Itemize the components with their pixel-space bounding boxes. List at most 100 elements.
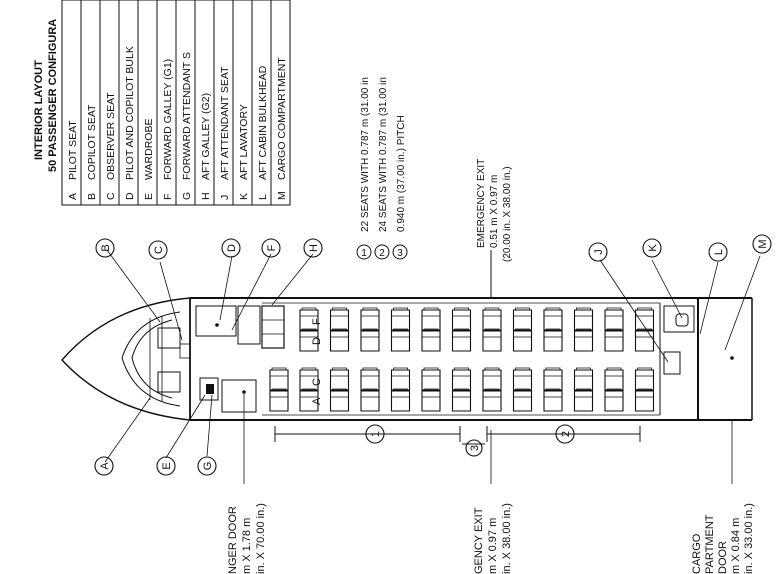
callout-m: M — [752, 234, 772, 254]
passenger-seat — [482, 388, 502, 412]
passenger-seat — [329, 367, 350, 391]
legend-label-j: AFT ATTENDANT SEAT — [219, 66, 231, 180]
svg-text:K: K — [647, 244, 659, 252]
legend-label-c: OBSERVER SEAT — [105, 92, 117, 180]
emergency-exit-top-line3: (20.00 in. X 38.00 in.) — [502, 166, 513, 262]
passenger-seat — [512, 328, 533, 352]
passenger-seat — [482, 367, 502, 391]
passenger-seat — [421, 307, 441, 331]
notes-block: 1 22 SEATS WITH 0.787 m (31.00 in 2 24 SEAT… — [356, 77, 408, 260]
note-text-2: 24 SEATS WITH 0.787 m (31.00 in — [378, 77, 389, 232]
note-marker-number: 2 — [379, 248, 385, 259]
svg-text:D: D — [226, 244, 238, 252]
passenger-seat — [390, 307, 411, 331]
note-marker-1 — [356, 244, 372, 260]
title-block: INTERIOR LAYOUT 50 PASSENGER CONFIGURA — [33, 19, 59, 172]
emergency-exit-top-line2: 0.51 m X 0.97 m — [489, 175, 500, 248]
emergency-exit-top-label: EMERGENCY EXIT 0.51 m X 0.97 m (20.00 in… — [476, 159, 513, 298]
callout-e: E — [156, 456, 176, 476]
passenger-seat — [482, 328, 502, 352]
legend-label-a: PILOT SEAT — [67, 120, 79, 180]
passenger-seat — [329, 388, 350, 412]
cargo-door-line4: m X 0.84 m — [730, 518, 742, 574]
passenger-seat — [360, 367, 380, 391]
cargo-door-label: CARGO PARTMENT DOOR m X 0.84 m in. X 33.… — [691, 503, 755, 574]
note-marker-number: 1 — [361, 248, 367, 259]
svg-text:3: 3 — [469, 445, 481, 451]
passenger-door-line3: in. X 70.00 in.) — [255, 503, 267, 574]
passenger-seat — [451, 367, 472, 391]
passenger-seat — [634, 328, 655, 352]
legend-key-j: J — [219, 195, 231, 200]
legend-key-e: E — [143, 193, 155, 200]
passenger-seat — [299, 328, 319, 352]
legend-key-c: C — [105, 192, 117, 200]
passenger-door-label: NGER DOOR m X 1.78 m in. X 70.00 in.) — [227, 503, 267, 574]
legend-label-f: FORWARD GALLEY (G1) — [162, 59, 174, 180]
passenger-seat — [604, 388, 624, 412]
passenger-seat — [604, 367, 624, 391]
passenger-seat — [573, 307, 594, 331]
legend-key-k: K — [238, 193, 250, 200]
seat-row-labels: D F A C — [311, 318, 323, 405]
legend-label-m: CARGO COMPARTMENT — [276, 57, 288, 180]
passenger-seat — [573, 367, 594, 391]
legend-key-g: G — [181, 192, 193, 200]
callout-h: H — [303, 238, 323, 258]
svg-text:L: L — [713, 249, 725, 255]
passenger-door-line1: NGER DOOR — [227, 506, 239, 574]
passenger-seat — [299, 388, 319, 412]
passenger-seat — [482, 307, 502, 331]
callout-f: F — [261, 238, 281, 258]
svg-text:F: F — [266, 244, 278, 251]
note-text-1: 22 SEATS WITH 0.787 m (31.00 in — [360, 77, 371, 232]
passenger-seat — [299, 367, 319, 391]
legend-key-a: A — [67, 193, 79, 200]
legend-key-h: H — [200, 192, 212, 200]
legend-label-d: PILOT AND COPILOT BULK — [124, 46, 136, 180]
svg-text:H: H — [308, 244, 320, 252]
passenger-seat — [390, 388, 411, 412]
legend-key-l: L — [257, 194, 269, 200]
passenger-seat — [604, 307, 624, 331]
passenger-seat — [512, 367, 533, 391]
passenger-seat — [604, 328, 624, 352]
title-line1: INTERIOR LAYOUT — [33, 60, 45, 160]
leader-lines — [104, 249, 761, 484]
callout-k: K — [642, 238, 662, 258]
passenger-seat — [360, 388, 380, 412]
passenger-seat — [451, 388, 472, 412]
callout-l: L — [708, 242, 728, 262]
seat-label-d: D — [311, 337, 323, 345]
emergency-exit-top-line1: EMERGENCY EXIT — [476, 159, 487, 248]
passenger-seat — [543, 328, 563, 352]
emergency-exit-bottom-line1: GENCY EXIT — [473, 507, 485, 574]
svg-text:E: E — [161, 462, 173, 469]
svg-text:B: B — [100, 244, 112, 251]
svg-text:G: G — [202, 462, 214, 471]
passenger-seat — [269, 388, 289, 412]
passenger-seat — [421, 328, 441, 352]
emergency-exit-bottom-line2: m X 0.97 m — [487, 518, 499, 574]
svg-text:C: C — [153, 246, 165, 254]
passenger-seat — [512, 388, 533, 412]
fuselage — [61, 297, 753, 421]
note-marker-3 — [392, 244, 408, 260]
legend-label-g: FORWARD ATTENDANT S — [181, 52, 193, 180]
legend-label-e: WARDROBE — [143, 119, 155, 180]
dimension-lines — [274, 426, 641, 445]
svg-text:J: J — [593, 249, 605, 255]
note-marker-2 — [374, 244, 390, 260]
passenger-seats — [269, 307, 655, 412]
title-line2: 50 PASSENGER CONFIGURA — [47, 19, 59, 172]
svg-text:A: A — [99, 462, 111, 470]
passenger-seat — [421, 388, 441, 412]
legend-label-k: AFT LAVATORY — [238, 104, 250, 180]
passenger-seat — [543, 307, 563, 331]
passenger-seat — [451, 307, 472, 331]
seat-label-f: F — [311, 318, 323, 325]
legend-key-b: B — [86, 193, 98, 200]
callout-3: 3 — [465, 439, 483, 457]
